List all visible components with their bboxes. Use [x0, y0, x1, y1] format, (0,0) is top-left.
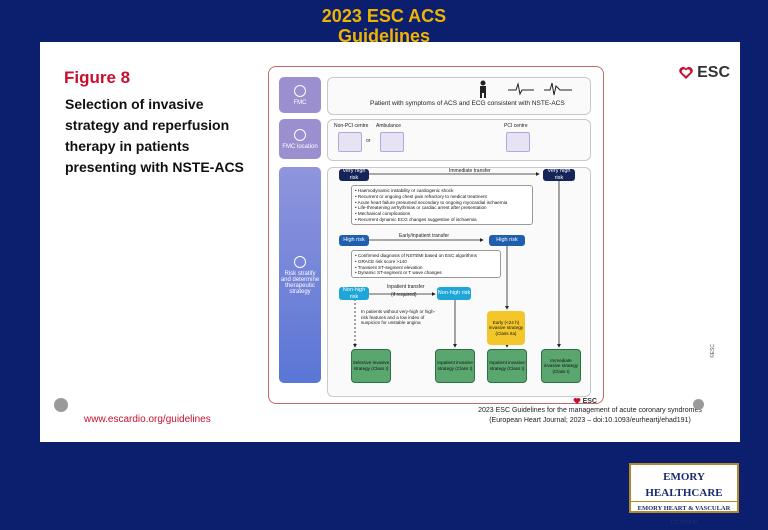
pci-hospital-icon [506, 132, 530, 152]
header-title-line2: Guidelines [337, 26, 431, 46]
non-high-risk-badge: Non-high risk [339, 287, 369, 300]
footer-link[interactable]: www.escardio.org/guidelines [84, 414, 211, 425]
flow-arrows [353, 172, 561, 348]
header-title-line1: 2023 ESC ACS [321, 6, 447, 26]
heart-icon [679, 67, 693, 79]
figure-label: Figure 8 [64, 68, 131, 87]
emory-healthcare-logo: EMORY HEALTHCARE EMORY HEART & VASCULAR … [629, 463, 739, 526]
high-risk-badge: High risk [339, 235, 369, 246]
pci-centre-label: PCI centre [504, 123, 528, 129]
very-high-criterion: • Recurrent dynamic ECG changes suggesti… [355, 216, 477, 222]
very-high-criterion: • Life-threatening arrhythmias or cardia… [355, 205, 487, 211]
non-pci-centre-label: Non-PCI centre [334, 123, 369, 129]
patient-text: Patient with symptoms of ACS and ECG con… [370, 100, 565, 107]
fmc-label: FMC [293, 99, 307, 106]
ecg-trace-icon [508, 82, 572, 96]
flowchart: FMC FMC location Risk stratify and deter… [268, 66, 604, 405]
immediate-transfer-label: Immediate transfer [449, 168, 491, 174]
hospital-icon [338, 132, 362, 152]
early-transfer-label: Early/inpatient transfer [399, 233, 450, 239]
emory-logo-top: EMORY HEALTHCARE [631, 469, 737, 502]
very-high-criterion: • Haemodynamic instability or cardiogeni… [355, 188, 454, 193]
ambulance-icon [380, 132, 404, 152]
citation: 2023 ESC Guidelines for the management o… [460, 406, 720, 426]
outcome-selective: Selective invasive strategy (Class I) [351, 349, 391, 383]
slide-canvas: Figure 8 Selection of invasive strategy … [40, 42, 740, 442]
or-label: or [366, 138, 371, 144]
high-criterion: • Transient ST-segment elevation [355, 264, 423, 270]
esc-small-logo: ESC [573, 397, 597, 405]
non-high-note: In patients without very-high or high-ri… [361, 309, 436, 326]
figure-title: Selection of invasive strategy and reper… [65, 96, 244, 175]
patient-panel: Patient with symptoms of ACS and ECG con… [327, 77, 591, 115]
fmc-location-box: FMC location [279, 119, 321, 159]
very-high-risk-badge: Very high risk [339, 168, 369, 181]
non-high-risk-badge-pci: Non-high risk [437, 287, 471, 300]
very-high-criterion: • Mechanical complications [355, 211, 411, 217]
if-required-label: (if required) [391, 292, 417, 298]
high-criterion: • GRACE risk score >140 [355, 258, 407, 264]
risk-label: Risk stratify and determine therapeutic … [280, 270, 320, 295]
right-nav-dot[interactable] [693, 399, 704, 410]
location-panel: Non-PCI centre or Ambulance PCI centre [327, 119, 591, 161]
inpatient-transfer-label: Inpatient transfer [387, 284, 425, 290]
copyright-label: ©ESC [710, 344, 716, 358]
citation-line1: 2023 ESC Guidelines for the management o… [478, 407, 702, 414]
fmc-location-label: FMC location [282, 143, 318, 150]
ambulance-label: Ambulance [376, 123, 402, 129]
citation-line2: (European Heart Journal; 2023 – doi:10.1… [489, 417, 691, 424]
location-pin-icon [294, 128, 306, 141]
very-high-criterion: • Acute heart failure presumed secondary… [355, 199, 508, 205]
outcome-inpatient: Inpatient invasive strategy (Class I) [435, 349, 475, 383]
left-nav-dot[interactable] [54, 398, 68, 412]
very-high-criteria: • Haemodynamic instability or cardiogeni… [351, 185, 533, 225]
early-strategy-box: Early (<24 h) invasive strategy (Class I… [487, 311, 525, 345]
risk-label-box: Risk stratify and determine therapeutic … [279, 167, 321, 383]
person-icon [480, 80, 486, 98]
heart-icon [573, 398, 580, 404]
high-risk-badge-pci: High risk [489, 235, 525, 246]
very-high-risk-badge-pci: Very high risk [543, 168, 575, 181]
high-criterion: • Dynamic ST-segment or T wave changes [355, 270, 442, 276]
very-high-criterion: • Recurrent or ongoing chest pain refrac… [355, 193, 487, 199]
high-criteria: • Confirmed diagnosis of NSTEMI based on… [351, 250, 501, 278]
esc-logo: ESC [678, 64, 730, 82]
high-criterion: • Confirmed diagnosis of NSTEMI based on… [355, 253, 477, 258]
esc-small-text: ESC [582, 397, 597, 405]
ecg-icon [294, 84, 306, 97]
outcome-immediate: Immediate invasive strategy (Class I) [541, 349, 581, 383]
outcome-inpatient-pci: Inpatient invasive strategy (Class I) [487, 349, 527, 383]
esc-logo-text: ESC [697, 64, 730, 81]
fmc-label-box: FMC [279, 77, 321, 113]
emory-logo-bottom: EMORY HEART & VASCULAR CENTER [637, 505, 731, 526]
risk-icon [294, 255, 306, 268]
